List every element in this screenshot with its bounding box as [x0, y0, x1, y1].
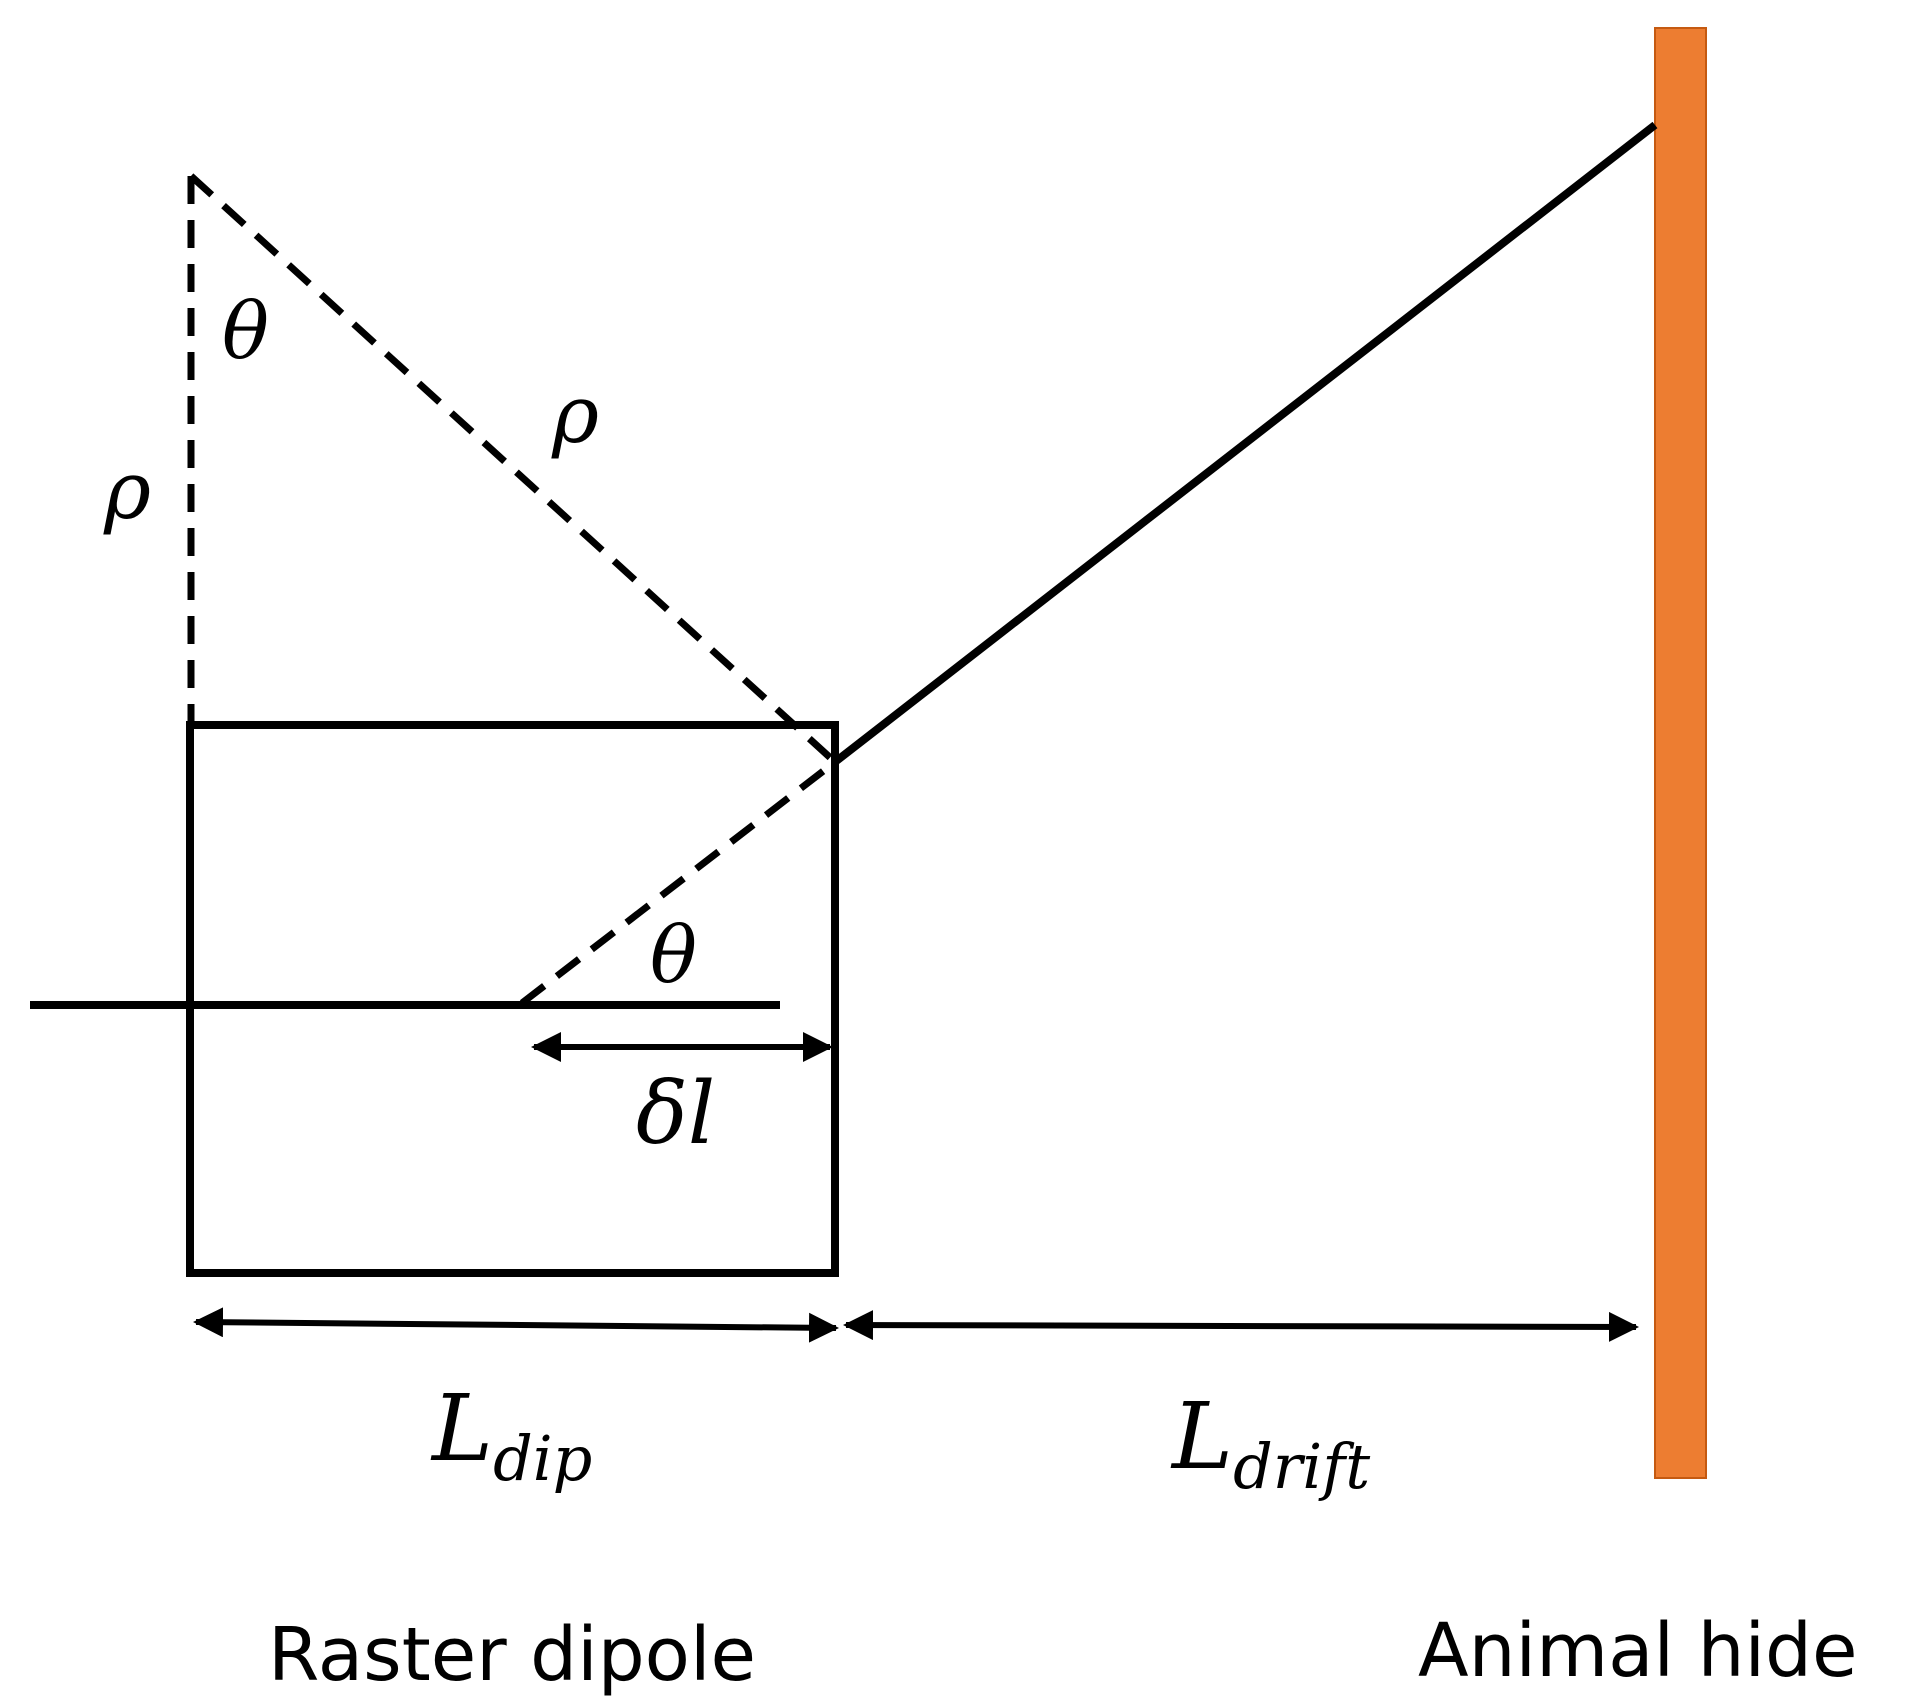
- rho-label-diagonal: ρ: [551, 368, 599, 461]
- l-drift-arrow: [843, 1310, 1639, 1342]
- raster-dipole-caption: Raster dipole: [268, 1612, 756, 1698]
- theta-label-bottom: θ: [650, 911, 697, 1001]
- l-dip-main: L: [430, 1375, 493, 1482]
- deflected-trajectory-line: [832, 121, 1658, 766]
- rho-label-vertical: ρ: [103, 444, 151, 537]
- animal-hide-caption: Animal hide: [1418, 1608, 1858, 1694]
- animal-hide-bar: [1654, 27, 1707, 1479]
- rho-diagonal-dashed-line: [188, 173, 838, 765]
- l-drift-subscript: drift: [1233, 1430, 1370, 1503]
- dipole-box: [186, 721, 839, 1277]
- trajectory-extension-dashed-line: [519, 759, 838, 1006]
- delta-l-label: δl: [636, 1064, 715, 1164]
- l-drift-label: Ldrift: [1170, 1383, 1370, 1503]
- l-dip-label: Ldip: [430, 1375, 592, 1495]
- l-dip-subscript: dip: [493, 1422, 592, 1495]
- theta-label-top: θ: [222, 287, 269, 377]
- l-dip-arrow: [193, 1307, 839, 1343]
- l-drift-main: L: [1170, 1383, 1233, 1490]
